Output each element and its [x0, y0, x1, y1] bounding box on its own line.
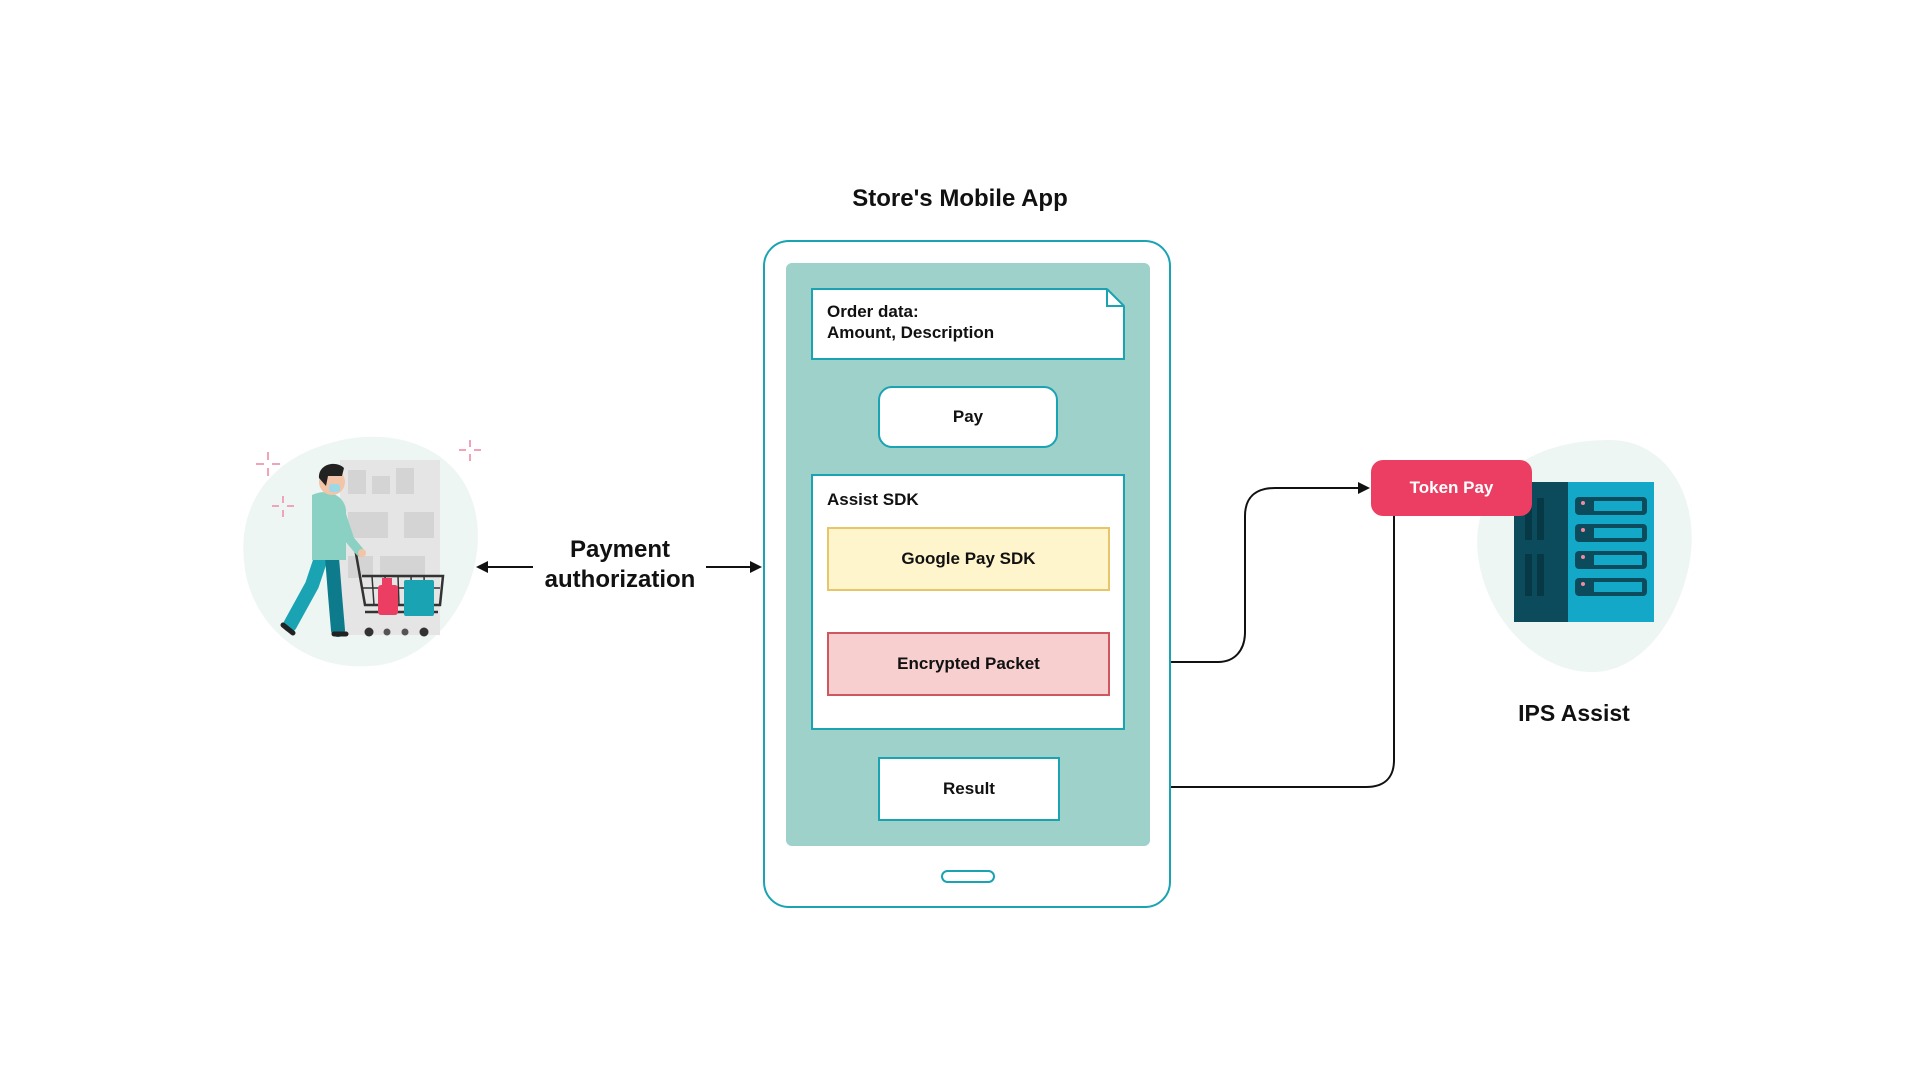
order-data-text: Order data: Amount, Description [827, 301, 994, 343]
token-pay-badge: Token Pay [1371, 460, 1532, 516]
note-fold-icon [1106, 288, 1125, 307]
phone-home-button[interactable] [941, 870, 995, 883]
encrypted-packet-box: Encrypted Packet [827, 632, 1110, 696]
payment-authorization-line1: Payment [569, 536, 671, 563]
shopping-cart-icon [353, 547, 445, 637]
order-data-note [811, 288, 1125, 360]
shopper-person [280, 463, 366, 637]
payment-authorization-label: Payment authorization [530, 535, 710, 595]
order-data-line2: Amount, Description [827, 323, 995, 342]
sparkle-icon [256, 440, 481, 517]
ips-assist-label: IPS Assist [1518, 700, 1630, 726]
pay-button[interactable]: Pay [878, 386, 1058, 448]
assist-sdk-title: Assist SDK [827, 490, 919, 509]
google-pay-sdk-box: Google Pay SDK [827, 527, 1110, 591]
order-data-line1: Order data: [827, 302, 919, 321]
result-box: Result [878, 757, 1060, 821]
arrow-tokenpay-to-result [1060, 516, 1395, 793]
server-rack-icon [1514, 482, 1654, 622]
shopper-illustration [243, 436, 481, 667]
payment-authorization-line2: authorization [544, 566, 696, 593]
arrow-encrypted-to-tokenpay [1110, 482, 1370, 663]
app-title: Store's Mobile App [852, 185, 1068, 212]
